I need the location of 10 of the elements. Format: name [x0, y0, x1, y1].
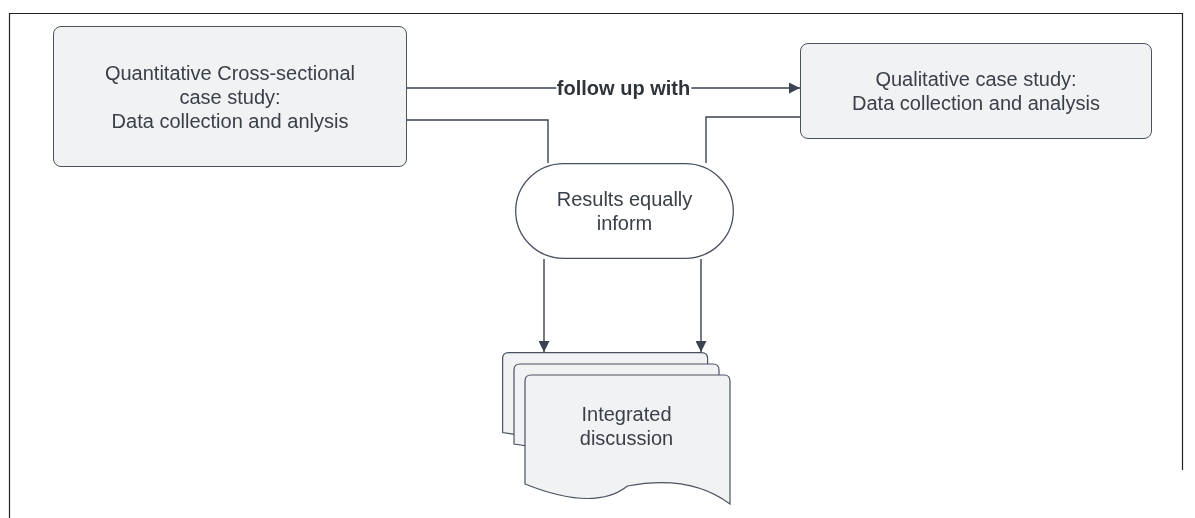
- arrow: [538, 258, 550, 353]
- node-text: Qualitative case study:: [875, 67, 1077, 91]
- arrow: [695, 258, 707, 353]
- node-text: Results equally inform: [555, 187, 694, 235]
- node-text: Quantitative Cross-sectional case study:: [103, 60, 357, 109]
- process-box: [800, 43, 1152, 139]
- process-box: [53, 26, 407, 167]
- node-text: Integrated discussion: [578, 402, 675, 450]
- node-text: Data collection and anlysis: [111, 108, 349, 133]
- node-text: Data collection and analysis: [852, 91, 1100, 115]
